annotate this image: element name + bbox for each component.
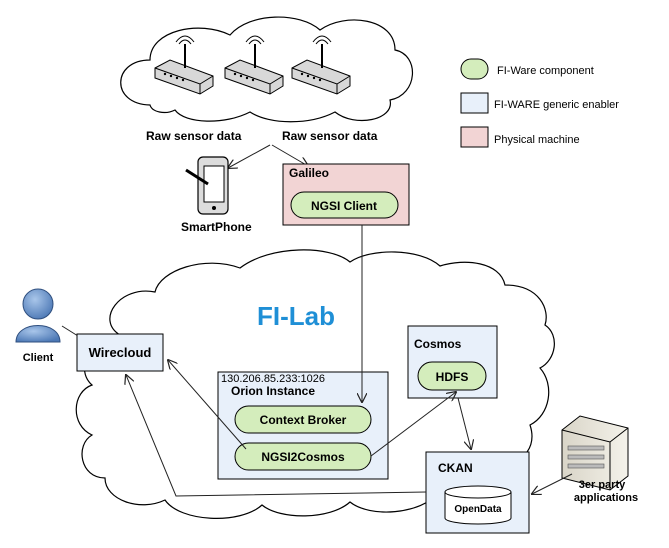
arrow-ngsi2cosmos-to-wirecloud [168, 360, 247, 450]
legend-label-component: FI-Ware component [497, 65, 594, 77]
sensor-device-icon [154, 35, 214, 95]
opendata-database-icon [444, 485, 512, 525]
arrow-third-party-to-ckan [532, 473, 573, 494]
context-broker-pill[interactable] [234, 405, 372, 434]
filab-title: FI-Lab [257, 301, 335, 331]
orion-address: 130.206.85.233:1026 [221, 373, 325, 385]
legend-swatch-component [460, 58, 489, 80]
opendata-label: OpenData [454, 504, 502, 515]
wirecloud-label: Wirecloud [89, 345, 152, 360]
client-person-icon [15, 288, 61, 343]
context-broker-label: Context Broker [260, 413, 347, 427]
legend-swatch-enabler [460, 92, 489, 114]
ngsi2cosmos-label: NGSI2Cosmos [261, 450, 345, 464]
smartphone-icon [185, 156, 229, 215]
legend-label-machine: Physical machine [494, 134, 580, 146]
third-party-label-line2: applications [574, 492, 638, 504]
connector-client-wirecloud [61, 325, 79, 337]
hdfs-pill[interactable] [417, 361, 487, 391]
arrow-ngsi2cosmos-to-hdfs [370, 392, 456, 457]
third-party-label-line1: 3er party [579, 479, 626, 491]
sensor-device-icon [224, 35, 284, 95]
arrow-sensors-to-smartphone [228, 144, 271, 168]
cosmos-title: Cosmos [414, 337, 462, 351]
hdfs-label: HDFS [436, 370, 469, 384]
sensor-device-icon [291, 35, 351, 95]
arrow-sensors-to-galileo [271, 144, 308, 166]
cosmos-box[interactable]: Cosmos HDFS [407, 325, 498, 399]
raw-sensor-data-label-right: Raw sensor data [282, 129, 378, 143]
legend-label-enabler: FI-WARE generic enabler [494, 99, 619, 111]
wirecloud-box[interactable]: Wirecloud [76, 333, 164, 372]
client-label: Client [23, 352, 54, 364]
orion-title: Orion Instance [231, 384, 315, 398]
legend: FI-Ware component FI-WARE generic enable… [460, 58, 619, 148]
galileo-machine: Galileo NGSI Client [282, 163, 410, 226]
orion-instance-box[interactable]: 130.206.85.233:1026 Orion Instance Conte… [217, 371, 389, 480]
raw-sensor-data-label-left: Raw sensor data [146, 129, 242, 143]
server-icon [561, 415, 629, 491]
ckan-box[interactable]: CKAN OpenData [425, 451, 530, 534]
galileo-title: Galileo [289, 166, 329, 180]
arrow-cosmos-to-ckan [457, 397, 471, 449]
ngsi2cosmos-pill[interactable] [234, 442, 372, 471]
legend-swatch-machine [460, 126, 489, 148]
arrow-ckan-to-wirecloud [126, 375, 427, 497]
ngsi-client-label: NGSI Client [311, 199, 377, 213]
smartphone-label: SmartPhone [181, 220, 252, 234]
ckan-title: CKAN [438, 461, 473, 475]
